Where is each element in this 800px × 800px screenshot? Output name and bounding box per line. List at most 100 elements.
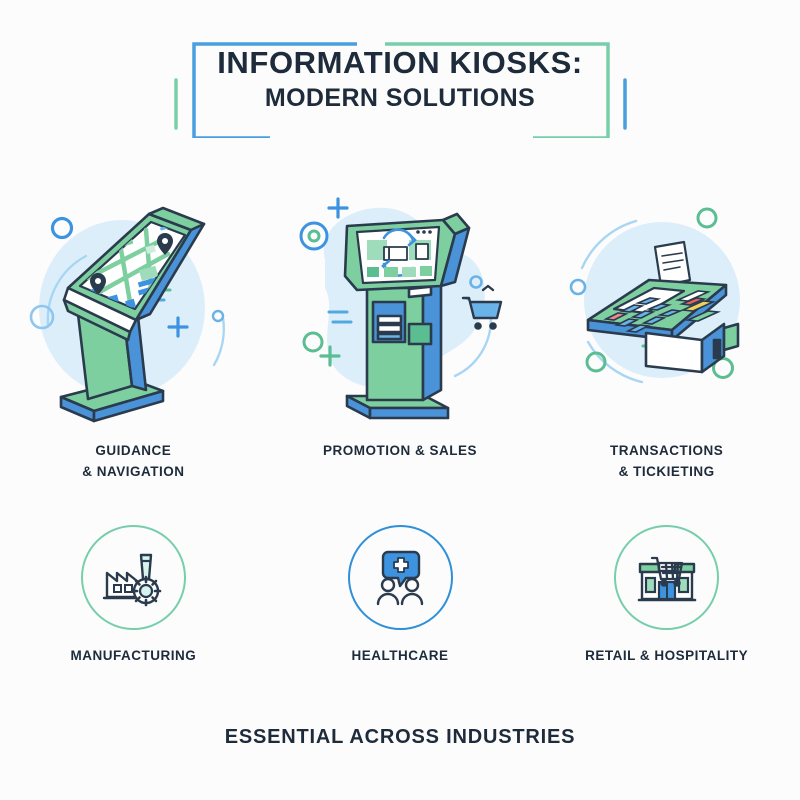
screen-tile-1 <box>367 240 387 260</box>
decor-plus-green <box>319 345 341 367</box>
tray-paper-2 <box>376 323 403 334</box>
industry-card-healthcare[interactable]: HEALTHCARE <box>267 525 534 685</box>
decor-arc-right <box>213 316 226 367</box>
person-right-head <box>404 577 420 592</box>
industry-label-manufacturing: MANUFACTURING <box>70 648 197 663</box>
shopping-cart-icon <box>461 284 503 330</box>
kiosk-label-line1: GUIDANCE <box>95 443 172 458</box>
decor-ring-inner <box>307 229 321 243</box>
decor-arc-lower-left <box>586 340 643 384</box>
decor-ring-outer <box>299 221 329 251</box>
factory-chimney <box>140 553 153 580</box>
screen-tile-4 <box>384 267 398 277</box>
industry-ring-manufacturing <box>80 525 186 630</box>
screen-tile-3 <box>367 267 379 277</box>
map-pin-1 <box>157 233 174 255</box>
store-awning-left <box>638 562 660 573</box>
title-section: INFORMATION KIOSKS: MODERN SOLUTIONS <box>0 28 800 138</box>
key-red <box>602 312 629 321</box>
kiosk-card-guidance-navigation[interactable]: GUIDANCE & NAVIGATION <box>0 190 267 500</box>
map-pin-2 <box>90 273 107 295</box>
factory-gear <box>131 575 162 606</box>
dispenser-panel <box>407 322 433 346</box>
page-title: INFORMATION KIOSKS: MODERN SOLUTIONS <box>0 44 800 114</box>
kiosk-label-guidance-navigation: GUIDANCE & NAVIGATION <box>18 440 248 482</box>
terminal-base-front <box>644 331 703 374</box>
industry-card-retail-hospitality[interactable]: RETAIL & HOSPITALITY <box>533 525 800 685</box>
kiosk-screen-bezel-side <box>135 222 206 322</box>
industry-ring-healthcare <box>347 525 453 630</box>
title-left-bracket <box>192 42 357 138</box>
key-func-green <box>684 310 721 322</box>
decor-circle-green-2 <box>585 351 607 373</box>
key-func-red <box>678 297 707 306</box>
kiosk-label-line1: TRANSACTIONS <box>610 443 724 458</box>
title-frame-decoration <box>174 42 627 138</box>
decor-circle-blue-1 <box>51 216 74 240</box>
screen-content <box>367 228 432 277</box>
decor-circle-green-3 <box>711 357 734 379</box>
decor-circle-green <box>302 331 324 353</box>
title-primary: INFORMATION KIOSKS: <box>217 45 583 80</box>
screen-tile-5 <box>402 267 416 277</box>
decor-arc-right <box>453 308 492 378</box>
storefront-cart-icon <box>637 556 696 601</box>
decor-circle-green-1 <box>696 207 718 229</box>
factory-gear-icon <box>103 553 162 606</box>
factory-window-2 <box>124 583 134 593</box>
cart-graphic <box>650 556 683 587</box>
kiosk-card-transactions-ticketing[interactable]: TRANSACTIONS & TICKIETING <box>533 190 800 500</box>
kiosk-screen-chin-edge <box>63 298 132 342</box>
decor-circle-blue-3 <box>212 309 225 323</box>
medical-cross-people-icon <box>376 550 424 605</box>
card-reader-tab <box>722 322 739 352</box>
person-left-head <box>380 577 396 592</box>
decor-arc-left <box>46 254 88 327</box>
receipt-paper <box>653 240 691 288</box>
title-secondary: MODERN SOLUTIONS <box>264 84 536 112</box>
sales-kiosk-icon <box>285 190 515 425</box>
key-func-white <box>674 290 711 302</box>
map-chip-1 <box>138 277 157 288</box>
kiosk-base-right <box>93 389 165 423</box>
medical-cross <box>393 556 409 573</box>
decor-circle-blue-small <box>469 275 483 289</box>
kiosk-card-promotion-sales[interactable]: PROMOTION & SALES <box>267 190 534 500</box>
kiosk-label-line2: & NAVIGATION <box>82 464 185 479</box>
kiosk-label-promotion-sales: PROMOTION & SALES <box>285 440 515 461</box>
person-right-body <box>400 592 424 605</box>
kiosk-base-front <box>368 406 450 420</box>
terminal-keypad <box>602 290 721 333</box>
industry-label-retail-hospitality: RETAIL & HOSPITALITY <box>585 648 749 663</box>
pos-terminal-icon <box>552 190 782 425</box>
decor-circle-blue-1 <box>569 278 586 296</box>
tray-paper-1 <box>376 314 403 325</box>
product-box <box>388 246 408 261</box>
factory-window-1 <box>113 583 123 593</box>
decor-plus-blue <box>167 316 189 338</box>
kiosk-screen-bezel-side <box>439 226 471 288</box>
key-func-yellow <box>679 300 716 312</box>
person-left-body <box>376 592 400 605</box>
map-block-2 <box>139 265 159 281</box>
industry-card-manufacturing[interactable]: MANUFACTURING <box>0 525 267 685</box>
wayfinding-kiosk-icon <box>18 190 248 425</box>
decor-arc-upper-left <box>580 219 637 270</box>
decor-circle-blue-2 <box>30 304 55 330</box>
tray-base <box>376 332 403 341</box>
kiosk-label-transactions-ticketing: TRANSACTIONS & TICKIETING <box>552 440 782 482</box>
decor-plus-blue <box>327 197 349 219</box>
industry-row: MANUFACTURING HEALTHCARE <box>0 525 800 685</box>
store-window-left <box>644 576 656 593</box>
screen-tile-6 <box>420 266 432 276</box>
footer-tagline: ESSENTIAL ACROSS INDUSTRIES <box>224 726 576 748</box>
map-block-3 <box>145 244 157 254</box>
store-window-right <box>677 576 689 593</box>
card-slot-line <box>712 338 721 360</box>
kiosk-row: GUIDANCE & NAVIGATION <box>0 190 800 500</box>
product-card <box>415 243 429 260</box>
industry-ring-retail-hospitality <box>614 525 720 630</box>
kiosk-label-line1: PROMOTION & SALES <box>322 443 477 458</box>
industry-label-healthcare: HEALTHCARE <box>351 648 449 663</box>
